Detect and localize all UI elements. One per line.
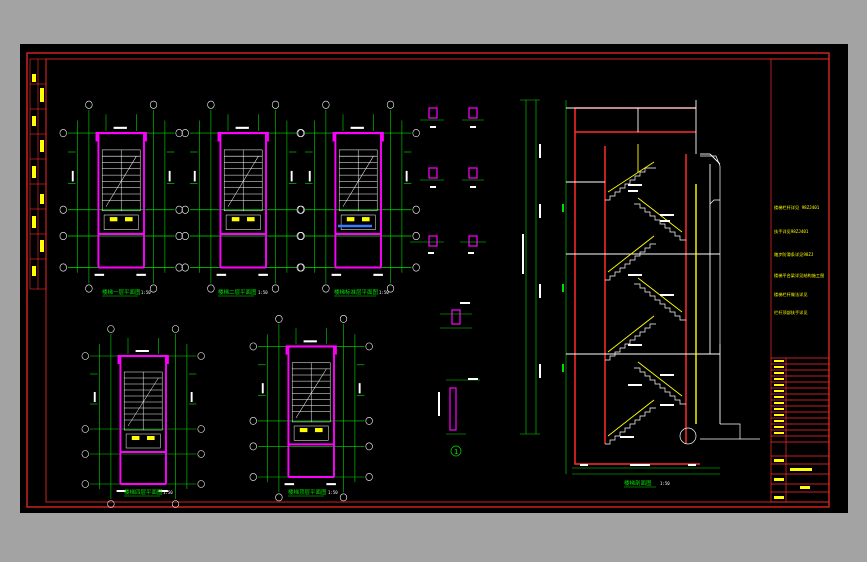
plan-1-title: 楼梯一层平面图 <box>102 288 141 296</box>
section-title: 楼梯剖面图 <box>624 479 652 487</box>
note-1: 楼梯栏杆详见 98ZJ401 <box>774 204 820 211</box>
plan-4-title: 楼梯四层平面图 <box>124 488 163 496</box>
plan-2-scale: 1:50 <box>258 290 268 295</box>
cad-viewport[interactable]: 楼梯栏杆详见 98ZJ401 扶手详见98ZJ401 踏步防滑条详见98ZJ 楼… <box>20 44 848 513</box>
binding-text <box>32 74 44 276</box>
detail-bubble-number: 1 <box>454 448 458 456</box>
plan-3-scale: 1:50 <box>379 290 389 295</box>
plan-3: 楼梯标准层平面图 1:50 <box>295 100 421 297</box>
binding-strip <box>29 58 47 290</box>
details-column: 1 <box>410 107 486 457</box>
plan-3-title: 楼梯标准层平面图 <box>334 288 379 296</box>
title-block <box>770 58 830 503</box>
plan-4-scale: 1:50 <box>163 490 173 495</box>
notes-list: 楼梯栏杆详见 98ZJ401 扶手详见98ZJ401 踏步防滑条详见98ZJ 楼… <box>774 204 824 316</box>
stair-drawing: 楼梯栏杆详见 98ZJ401 扶手详见98ZJ401 踏步防滑条详见98ZJ 楼… <box>26 52 830 509</box>
note-6: 栏杆顶部扶手详见 <box>774 309 808 316</box>
section-scale: 1:50 <box>660 481 670 486</box>
plan-1: 楼梯一层平面图 1:50 <box>58 100 184 297</box>
plan-2: 楼梯二层平面图 1:50 <box>180 100 306 297</box>
inner-frame <box>45 58 830 503</box>
note-3: 踏步防滑条详见98ZJ <box>774 251 813 258</box>
plan-1-scale: 1:50 <box>141 290 151 295</box>
title-block-text <box>774 360 812 499</box>
note-5: 楼梯栏杆做法详见 <box>774 291 808 298</box>
plan-4: 楼梯四层平面图 1:50 <box>80 324 206 509</box>
note-2: 扶手详见98ZJ401 <box>774 228 809 235</box>
plan-2-title: 楼梯二层平面图 <box>218 288 257 296</box>
plan-5-title: 楼梯顶层平面图 <box>288 488 327 496</box>
detail-bubble <box>450 445 462 457</box>
plan-5-scale: 1:50 <box>328 490 338 495</box>
plan-5: 楼梯顶层平面图 1:50 <box>248 314 374 502</box>
stair-section: 楼梯剖面图 1:50 <box>520 99 760 488</box>
note-4: 楼梯平台梁详见结构施工图 <box>774 272 824 279</box>
